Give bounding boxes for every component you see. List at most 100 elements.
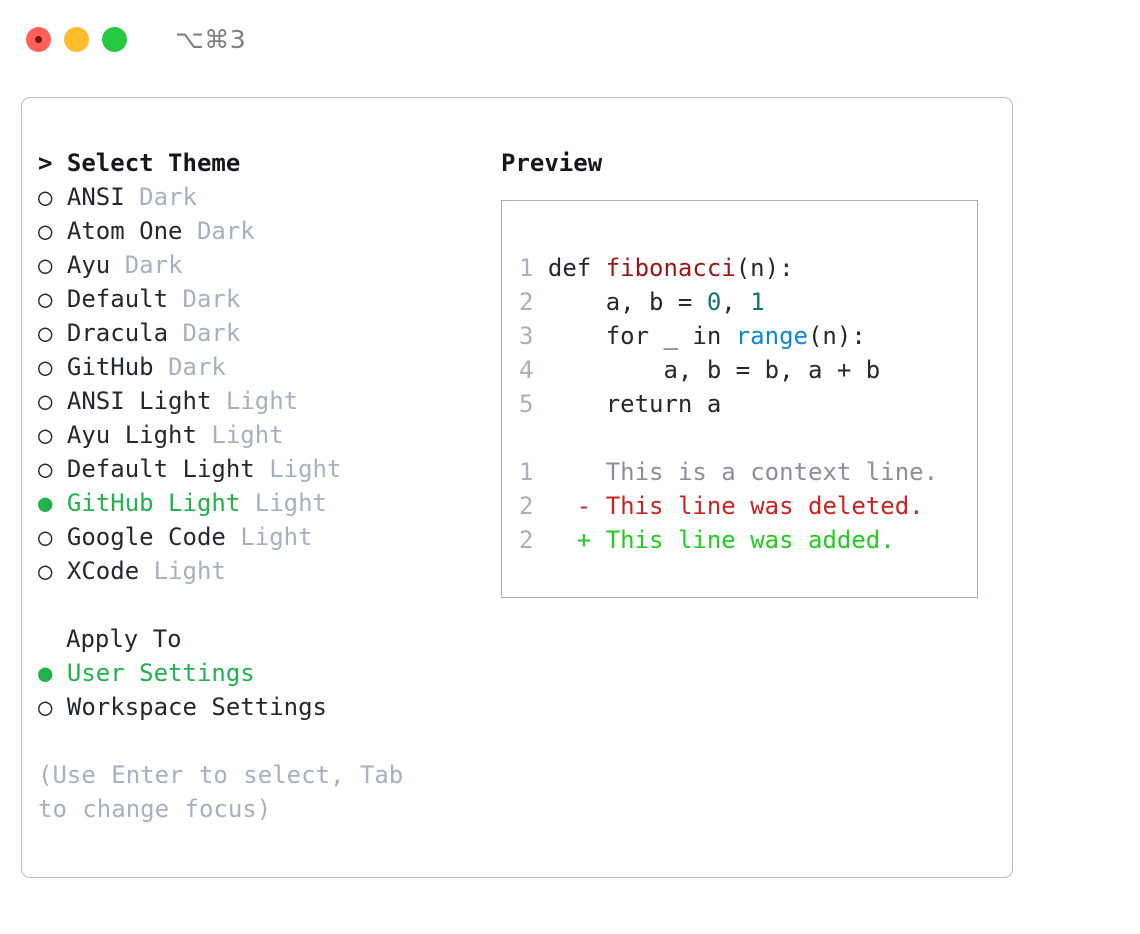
code-token-num: 1 — [750, 288, 765, 316]
theme-name-label: Ayu — [66, 251, 111, 279]
spacer — [125, 183, 139, 211]
spacer — [255, 455, 269, 483]
maximize-window-button[interactable] — [102, 26, 127, 52]
theme-name-label: GitHub Light — [66, 489, 241, 517]
theme-name-label: Default — [66, 285, 169, 313]
radio-unselected-icon: ○ — [38, 523, 53, 551]
spacer — [533, 288, 547, 316]
diff-line-number: 2 — [519, 526, 534, 554]
preview-column: Preview 1 def fibonacci(n):2 a, b = 0, 1… — [501, 146, 996, 598]
theme-list: ○ ANSI Dark○ Atom One Dark○ Ayu Dark○ De… — [38, 180, 498, 588]
radio-unselected-icon: ○ — [38, 421, 53, 449]
theme-kind-label: Light — [211, 421, 284, 449]
theme-list-item[interactable]: ● GitHub Light Light — [38, 486, 498, 520]
code-token-func: fibonacci — [605, 254, 736, 282]
spacer — [240, 489, 254, 517]
code-token-plain: (n): — [735, 254, 794, 282]
spacer — [154, 353, 168, 381]
theme-kind-label: Light — [225, 387, 299, 415]
apply-to-list: ● User Settings○ Workspace Settings — [38, 656, 498, 724]
code-token-plain: (n): — [807, 322, 866, 350]
radio-unselected-icon: ○ — [38, 183, 53, 211]
spacer — [533, 322, 547, 350]
code-token-plain: a, b = — [547, 288, 707, 316]
theme-name-label: XCode — [66, 557, 140, 585]
theme-list-item[interactable]: ○ XCode Light — [38, 554, 498, 588]
spacer — [533, 526, 576, 554]
spacer — [52, 659, 66, 687]
diff-text: This is a context line. — [605, 458, 939, 486]
spacer — [52, 319, 66, 347]
theme-list-item[interactable]: ○ GitHub Dark — [38, 350, 498, 384]
radio-unselected-icon: ○ — [38, 251, 53, 279]
apply-to-label: User Settings — [66, 659, 255, 687]
theme-list-item[interactable]: ○ Ayu Dark — [38, 248, 498, 282]
spacer — [533, 356, 547, 384]
diff-marker: - — [576, 492, 606, 520]
spacer — [52, 387, 66, 415]
apply-to-item[interactable]: ○ Workspace Settings — [38, 690, 498, 724]
spacer — [52, 489, 66, 517]
theme-list-item[interactable]: ○ Dracula Dark — [38, 316, 498, 350]
code-token-plain: , — [721, 288, 751, 316]
traffic-light-group — [26, 26, 127, 52]
title-bar: ⌥⌘3 — [0, 0, 1140, 78]
theme-kind-label: Light — [254, 489, 327, 517]
spacer — [52, 217, 66, 245]
theme-kind-label: Light — [240, 523, 313, 551]
code-line: 3 for _ in range(n): — [519, 319, 971, 353]
theme-name-label: ANSI — [66, 183, 125, 211]
diff-marker: + — [576, 526, 606, 554]
diff-line: 2 + This line was added. — [519, 523, 971, 557]
theme-kind-label: Dark — [139, 183, 197, 211]
theme-list-item[interactable]: ○ ANSI Light Light — [38, 384, 498, 418]
theme-list-item[interactable]: ○ Atom One Dark — [38, 214, 498, 248]
close-window-button[interactable] — [26, 26, 51, 52]
select-theme-heading: > Select Theme — [38, 149, 241, 177]
theme-kind-label: Dark — [182, 319, 241, 347]
theme-list-item[interactable]: ○ ANSI Dark — [38, 180, 498, 214]
code-line: 5 return a — [519, 387, 971, 421]
radio-unselected-icon: ○ — [38, 285, 53, 313]
theme-name-label: GitHub — [66, 353, 154, 381]
code-line-number: 1 — [519, 254, 534, 282]
theme-list-item[interactable]: ○ Default Light Light — [38, 452, 498, 486]
code-line-number: 3 — [519, 322, 534, 350]
spacer — [52, 557, 66, 585]
spacer — [52, 455, 66, 483]
spacer — [52, 693, 66, 721]
radio-unselected-icon: ○ — [38, 353, 53, 381]
code-token-plain: for _ in — [547, 322, 736, 350]
spacer — [533, 458, 576, 486]
spacer — [197, 421, 211, 449]
theme-name-label: Default Light — [66, 455, 255, 483]
theme-list-item[interactable]: ○ Ayu Light Light — [38, 418, 498, 452]
theme-name-label: Ayu Light — [66, 421, 197, 449]
spacer — [52, 285, 66, 313]
minimize-window-button[interactable] — [64, 26, 89, 52]
diff-sample: 1 This is a context line.2 - This line w… — [519, 455, 971, 557]
radio-unselected-icon: ○ — [38, 319, 53, 347]
apply-to-item[interactable]: ● User Settings — [38, 656, 498, 690]
code-line-number: 4 — [519, 356, 534, 384]
radio-unselected-icon: ○ — [38, 557, 53, 585]
spacer — [52, 523, 66, 551]
radio-selected-icon: ● — [38, 489, 53, 517]
code-token-builtin: range — [735, 322, 808, 350]
spacer — [110, 251, 124, 279]
diff-line-number: 1 — [519, 458, 534, 486]
theme-name-label: ANSI Light — [66, 387, 212, 415]
spacer — [226, 523, 240, 551]
keyboard-shortcut-label: ⌥⌘3 — [175, 24, 247, 54]
diff-line: 1 This is a context line. — [519, 455, 971, 489]
theme-list-item[interactable]: ○ Google Code Light — [38, 520, 498, 554]
theme-list-item[interactable]: ○ Default Dark — [38, 282, 498, 316]
apply-to-label: Workspace Settings — [66, 693, 327, 721]
radio-unselected-icon: ○ — [38, 693, 53, 721]
code-token-plain: def — [547, 254, 606, 282]
code-token-plain: a, b = b, a + b — [547, 356, 881, 384]
radio-unselected-icon: ○ — [38, 455, 53, 483]
